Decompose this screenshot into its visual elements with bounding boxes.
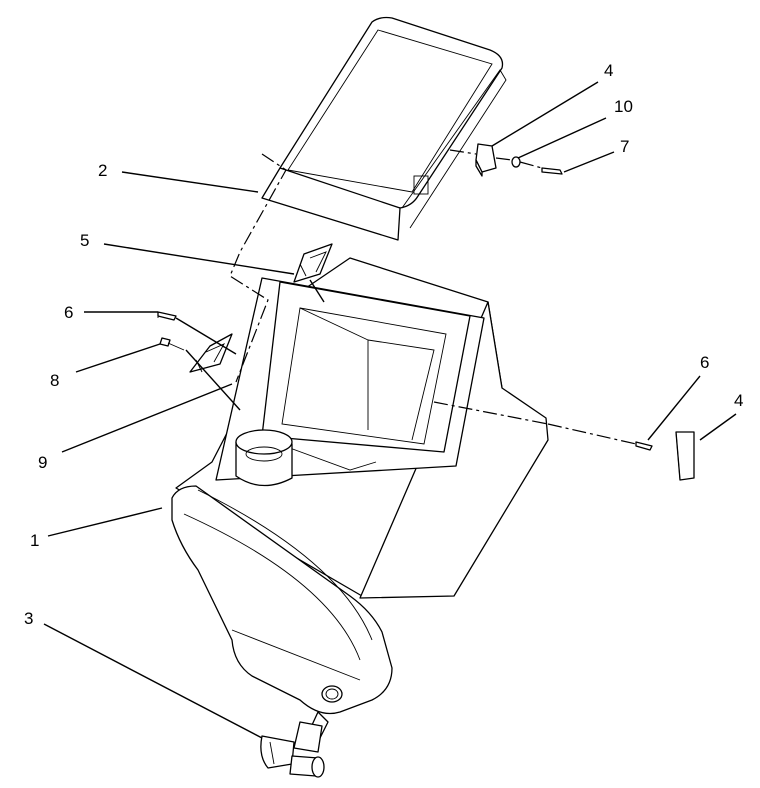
- callout-label-9: 9: [38, 453, 47, 472]
- callout-9: 9: [38, 383, 233, 472]
- callout-label-7: 7: [620, 137, 629, 156]
- washer-part: [511, 156, 521, 168]
- bracket-upper-part: [475, 143, 497, 177]
- lid-part: [261, 16, 507, 241]
- screw-part: [159, 337, 185, 351]
- callout-label-1: 1: [30, 531, 39, 550]
- callout-8: 8: [50, 343, 161, 390]
- screw-upper-right-part: [541, 167, 563, 175]
- callout-6-right: 6: [647, 353, 709, 441]
- drain-valve-part: [260, 711, 329, 778]
- callout-4-upper: 4: [491, 61, 613, 147]
- tank-body-part: [171, 257, 549, 715]
- bracket-lower-part: [675, 431, 695, 481]
- hinge-upper-part: [293, 243, 333, 283]
- callout-label-2: 2: [98, 161, 107, 180]
- callout-1: 1: [30, 507, 163, 550]
- callout-label-6-left: 6: [64, 303, 73, 322]
- callout-3: 3: [24, 609, 263, 739]
- callout-label-6-right: 6: [700, 353, 709, 372]
- callout-label-3: 3: [24, 609, 33, 628]
- callout-7: 7: [563, 137, 629, 173]
- callout-10: 10: [517, 97, 633, 159]
- callout-6-left: 6: [64, 303, 158, 322]
- callout-label-5: 5: [80, 231, 89, 250]
- callout-label-4-lower: 4: [734, 391, 743, 410]
- callout-2: 2: [98, 161, 259, 193]
- callout-5: 5: [80, 231, 295, 275]
- callout-label-4-upper: 4: [604, 61, 613, 80]
- pin-right-part: [635, 441, 653, 451]
- pin-left-part: [157, 311, 177, 321]
- callout-label-8: 8: [50, 371, 59, 390]
- callout-label-10: 10: [614, 97, 633, 116]
- callout-4-lower: 4: [699, 391, 743, 441]
